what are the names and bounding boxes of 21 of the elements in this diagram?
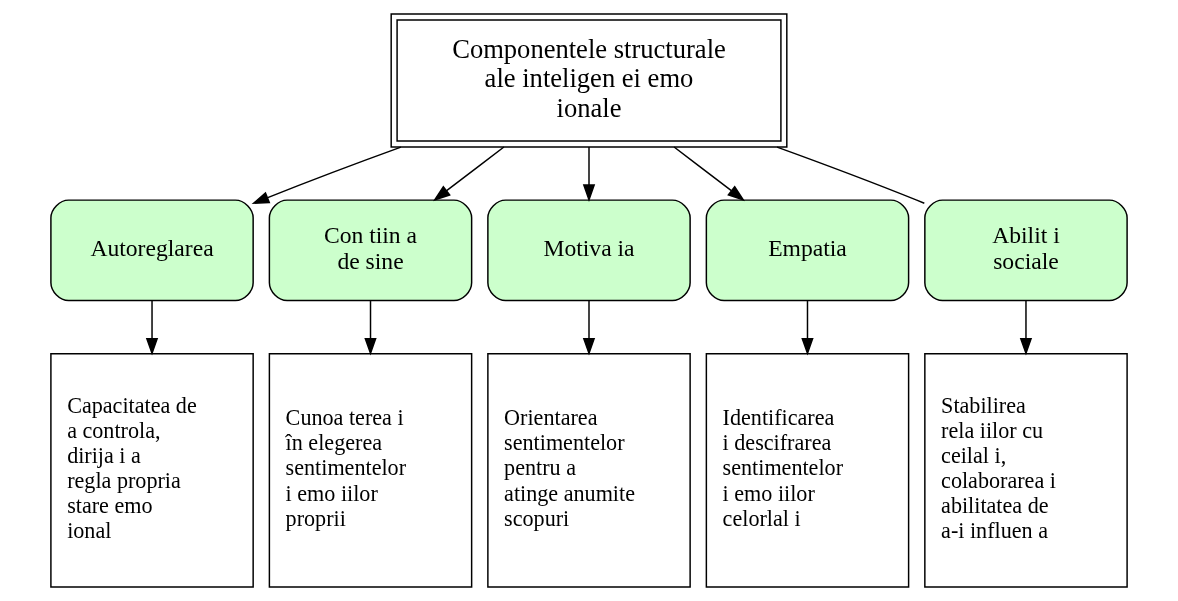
arrow — [801, 300, 814, 356]
node-box: Capacitatea de a controla, dirija i a regla propria stare emo ional — [50, 352, 254, 588]
arrow — [582, 300, 596, 356]
arrow — [145, 300, 159, 356]
arrow — [251, 146, 402, 205]
node-box: Abilit i sociale — [924, 199, 1128, 302]
node-box: Empatia — [705, 199, 910, 302]
node-box: Cunoa terea i în elegerea sentimentelor i emo iilor proprii — [268, 352, 473, 588]
arrow — [432, 146, 505, 202]
arrow — [364, 300, 377, 356]
node-box: Con tiin a de sine — [268, 199, 473, 302]
node-box: Stabilirea rela iilor cu ceilal i, colaborarea i abilitatea de a-i influen a — [924, 352, 1128, 588]
node-box: Identificarea i descifrarea sentimentelor i emo iilor celorlal i — [705, 352, 910, 588]
node-box: Orientarea sentimentelor pentru a atinge anumite scopuri — [487, 352, 691, 588]
arrow — [673, 146, 746, 202]
node-box: Autoreglarea — [50, 199, 254, 302]
arrow — [582, 146, 596, 203]
node-box: Componentele structurale ale inteligen ei emo ionale — [390, 13, 788, 148]
node-box: Motiva ia — [487, 199, 691, 302]
connector — [776, 146, 926, 204]
arrow — [1019, 300, 1033, 356]
